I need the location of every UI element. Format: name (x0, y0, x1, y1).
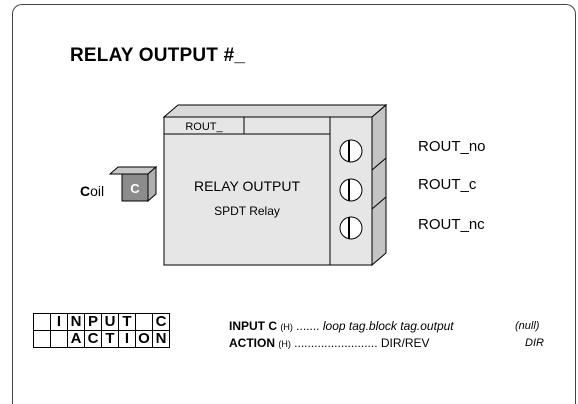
grid-cell (33, 313, 51, 331)
param-flag: (H) (280, 322, 293, 332)
param-default: DIR (525, 337, 544, 349)
grid-cell: N (67, 313, 85, 331)
param-flag: (H) (278, 339, 291, 349)
grid-cell: I (50, 313, 68, 331)
coil-label-rest: oil (90, 183, 104, 199)
parameter-list: INPUT C (H) ....... loop tag.block tag.o… (229, 318, 544, 352)
screw-terminal-nc (339, 216, 363, 240)
output-label-nc: ROUT_nc (418, 216, 485, 233)
grid-cell: I (118, 330, 136, 348)
param-row-action: ACTION (H) ......................... DIR… (229, 335, 544, 352)
page-title: RELAY OUTPUT #_ (70, 45, 246, 66)
output-label-c: ROUT_c (418, 176, 477, 193)
grid-cell (135, 313, 153, 331)
param-default: (null) (515, 320, 540, 332)
block-side-face (371, 103, 387, 267)
grid-cell: C (152, 313, 170, 331)
param-name: INPUT C (229, 319, 277, 333)
block-name: RELAY OUTPUT (194, 178, 301, 194)
screw-terminal-c (339, 178, 363, 202)
coil-label-initial: C (80, 183, 90, 199)
grid-cell (50, 330, 68, 348)
grid-cell (33, 330, 51, 348)
param-row-input-c: INPUT C (H) ....... loop tag.block tag.o… (229, 318, 539, 335)
grid-cell: T (101, 330, 119, 348)
config-grid: I N P U T C A C T I O N (33, 313, 170, 348)
output-label-no: ROUT_no (418, 138, 486, 155)
grid-cell: P (84, 313, 102, 331)
input-letter: C (130, 181, 140, 196)
block-subtitle: SPDT Relay (214, 204, 280, 218)
param-name: ACTION (229, 336, 275, 350)
block-tag-label: ROUT_ (185, 121, 223, 133)
grid-cell: N (152, 330, 170, 348)
side-divider-2 (371, 196, 387, 210)
coil-label: Coil (80, 183, 104, 199)
config-grid-row-action: A C T I O N (33, 330, 170, 348)
block-front-face (163, 116, 373, 266)
grid-cell: O (135, 330, 153, 348)
param-dots: ....... (292, 319, 323, 333)
grid-cell: A (67, 330, 85, 348)
side-divider-1 (371, 157, 387, 171)
block-top-face (162, 104, 388, 118)
input-terminal-face (121, 173, 149, 202)
param-description: DIR/REV (380, 336, 430, 350)
screw-terminal-no (339, 139, 363, 163)
grid-cell: C (84, 330, 102, 348)
grid-cell: U (101, 313, 119, 331)
config-grid-row-input: I N P U T C (33, 313, 170, 331)
param-dots: ......................... (290, 336, 381, 350)
page-frame (12, 4, 576, 404)
param-description: loop tag.block tag.output (322, 319, 454, 333)
grid-cell: T (118, 313, 136, 331)
